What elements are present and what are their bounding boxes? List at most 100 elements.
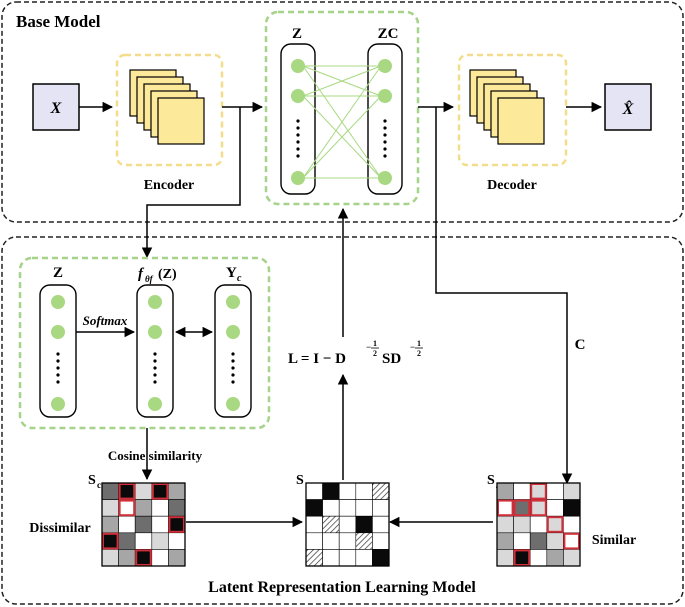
- sc-matrix-cell: [134, 499, 153, 517]
- ss-matrix-cell: [529, 499, 548, 517]
- ss-matrix-highlight: [546, 516, 564, 533]
- yc-label: Y c: [226, 265, 242, 284]
- softmax-label: Softmax: [83, 313, 128, 328]
- svg-text:c: c: [97, 480, 101, 490]
- svg-text:c: c: [237, 273, 242, 284]
- sc-matrix-highlight: [151, 483, 169, 500]
- s-matrix-cell: [322, 532, 340, 550]
- ss-matrix-highlight: [530, 499, 547, 517]
- ss-matrix-highlight: [563, 532, 581, 550]
- sc-matrix-highlight: [102, 532, 119, 550]
- ss-matrix-cell: [496, 549, 514, 567]
- s-label: S: [296, 473, 304, 488]
- sc-matrix-cell: [118, 515, 136, 534]
- ss-matrix-cell: [496, 482, 514, 500]
- latent-z-column: [39, 284, 77, 418]
- ss-matrix-cell: [546, 532, 564, 550]
- cosine-similarity-label: Cosine similarity: [108, 448, 203, 463]
- decoder-icon: [469, 69, 545, 145]
- s-matrix-cell: [338, 515, 357, 534]
- sc-matrix-cell: [168, 532, 186, 550]
- sc-matrix-cell: [101, 515, 119, 534]
- similar-label: Similar: [592, 533, 636, 548]
- formula-exp2-den: 2: [417, 349, 421, 358]
- ss-matrix: [496, 482, 581, 567]
- yc-column: [214, 284, 252, 418]
- formula-mid: SD: [382, 351, 401, 367]
- encoder-icon: [129, 69, 205, 145]
- sc-label: S c: [88, 473, 101, 490]
- svg-text:S: S: [487, 473, 495, 488]
- sc-matrix-cell: [118, 482, 136, 500]
- decoder-frame: [457, 53, 568, 167]
- ss-matrix-highlight: [513, 499, 531, 517]
- ss-matrix-cell: [513, 515, 531, 534]
- s-matrix-cell: [338, 549, 357, 567]
- z-zc-frame: [264, 10, 420, 206]
- decoder-label: Decoder: [487, 178, 537, 193]
- ss-matrix-cell: [513, 499, 531, 517]
- sc-matrix-highlight: [118, 499, 136, 517]
- zc-column: [367, 43, 403, 195]
- base-model-title: Base Model: [16, 12, 101, 31]
- s-matrix-cell: [372, 515, 390, 534]
- sc-matrix-cell: [151, 515, 169, 534]
- ss-matrix-cell: [563, 482, 581, 500]
- svg-text:Y: Y: [226, 265, 237, 281]
- latent-model-frame: [1, 236, 684, 605]
- latent-z-label: Z: [53, 265, 63, 281]
- ss-matrix-cell: [529, 549, 548, 567]
- sc-matrix-cell: [101, 482, 119, 500]
- formula-exp2-minus: −: [410, 342, 415, 352]
- f-label: f θf (Z): [138, 266, 177, 284]
- ss-matrix-cell: [496, 515, 514, 534]
- s-matrix-cell: [305, 549, 323, 567]
- z-label: Z: [292, 26, 302, 42]
- sc-matrix-cell: [118, 532, 136, 550]
- s-matrix-cell: [322, 482, 340, 500]
- ss-matrix-cell: [563, 499, 581, 517]
- sc-matrix-cell: [151, 499, 169, 517]
- ss-matrix-border: [496, 482, 581, 567]
- sc-matrix-cell: [168, 499, 186, 517]
- ss-matrix-cell: [513, 532, 531, 550]
- latent-classifier-frame: [18, 256, 271, 430]
- s-matrix-cell: [305, 532, 323, 550]
- s-matrix-cell: [322, 515, 340, 534]
- formula-exp1-num: 1: [373, 339, 377, 348]
- s-matrix-cell: [355, 499, 373, 517]
- svg-text:(Z): (Z): [158, 267, 177, 282]
- arrow-c-to-ss: [435, 107, 573, 485]
- sc-matrix-cell: [151, 482, 169, 500]
- ss-matrix-cell: [496, 499, 514, 517]
- sc-matrix-cell: [168, 549, 186, 567]
- sc-matrix-cell: [118, 499, 136, 517]
- input-x-label: X: [50, 100, 62, 117]
- sc-matrix-cell: [134, 549, 153, 567]
- sc-matrix-cell: [118, 549, 136, 567]
- svg-text:S: S: [88, 473, 96, 488]
- sc-matrix-highlight: [168, 516, 186, 533]
- ss-matrix-cell: [513, 549, 531, 567]
- sc-matrix-cell: [134, 515, 153, 534]
- s-matrix-cell: [372, 482, 390, 500]
- ss-matrix-cell: [563, 532, 581, 550]
- formula-exp1-minus: −: [366, 342, 371, 352]
- z-zc-connections: [302, 65, 382, 179]
- laplacian-formula: L = I − D − 1 2 SD − 1 2: [288, 339, 423, 367]
- ss-matrix-highlight: [497, 499, 514, 517]
- formula-exp2-num: 1: [417, 339, 421, 348]
- s-matrix-cell: [372, 499, 390, 517]
- encoder-label: Encoder: [144, 178, 195, 193]
- s-matrix-cell: [305, 515, 323, 534]
- s-matrix-cell: [372, 532, 390, 550]
- arrow-z-to-f: [141, 107, 241, 259]
- sc-matrix-cell: [168, 515, 186, 534]
- s-matrix-cell: [372, 549, 390, 567]
- svg-text:θf: θf: [145, 274, 154, 284]
- ss-matrix-highlight: [530, 483, 547, 500]
- latent-z-nodes: [51, 295, 65, 411]
- yc-nodes: [226, 295, 240, 411]
- s-matrix-cell: [322, 499, 340, 517]
